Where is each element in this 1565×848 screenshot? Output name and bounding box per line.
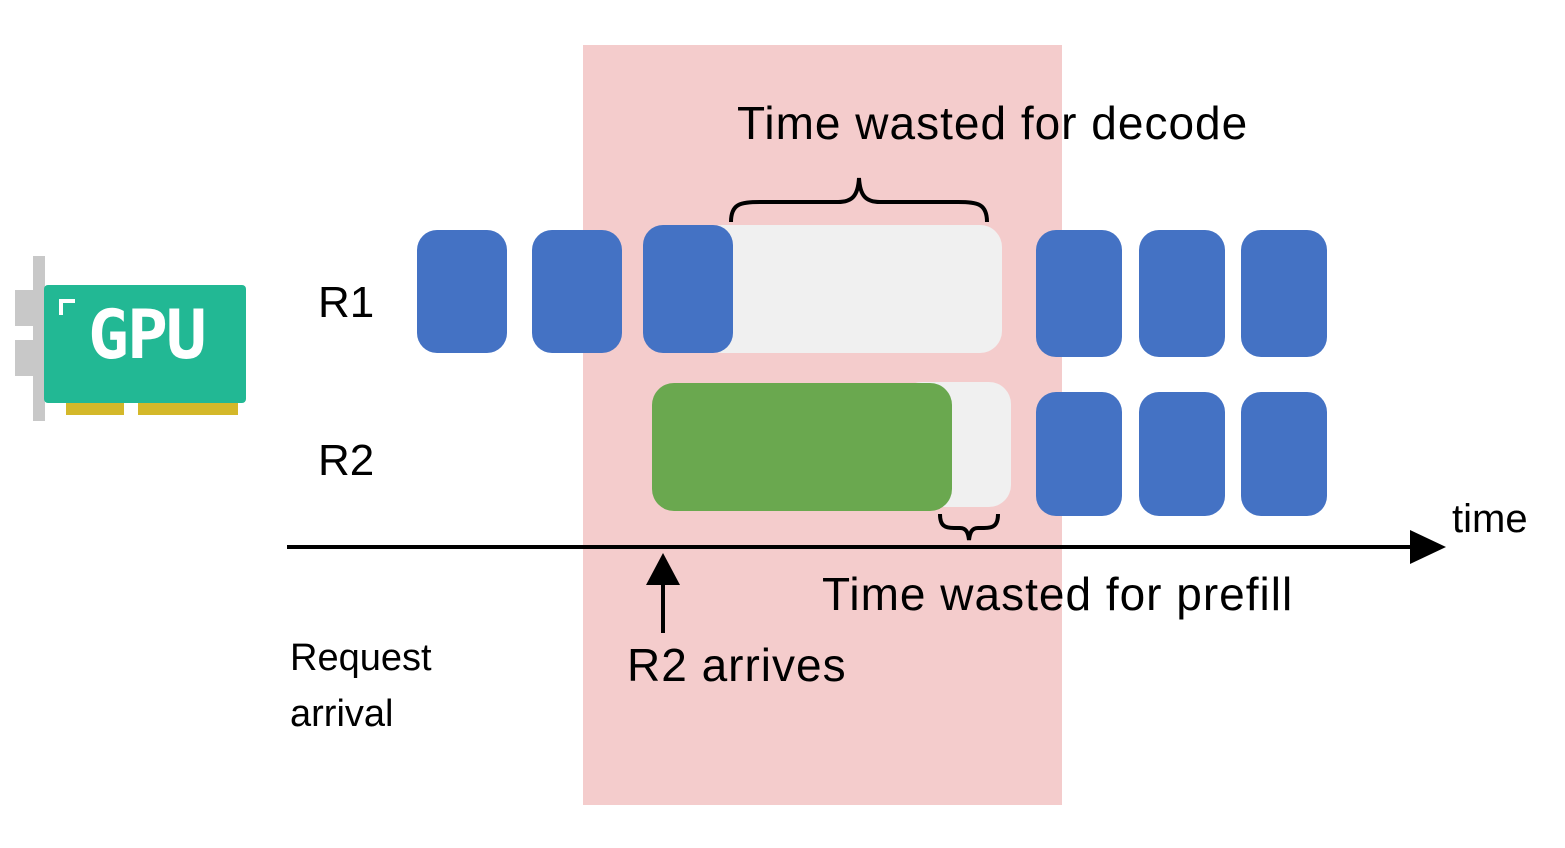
r1-decode-block	[643, 225, 733, 353]
r2-decode-block	[1139, 392, 1225, 516]
row-label-r2: R2	[318, 436, 375, 485]
gpu-pins-right	[138, 403, 238, 415]
decode-waste-label: Time wasted for decode	[737, 97, 1249, 149]
r1-decode-block	[532, 230, 622, 353]
r1-decode-block	[1036, 230, 1122, 357]
row-label-r1: R1	[318, 278, 375, 327]
r1-decode-block	[1241, 230, 1327, 357]
r1-decode-block	[1139, 230, 1225, 357]
r2-arrives-label: R2 arrives	[627, 639, 847, 691]
r2-decode-block	[1036, 392, 1122, 516]
r2-arrival-arrowhead	[646, 553, 680, 585]
decode-waste-brace	[729, 177, 989, 223]
r1-decode-block	[417, 230, 507, 353]
gpu-card-corner	[59, 299, 75, 315]
gpu-label: GPU	[88, 296, 207, 375]
time-axis-arrowhead	[1410, 530, 1446, 564]
r2-prefill-block	[652, 383, 952, 511]
gpu-card-body	[44, 285, 246, 403]
r2-decode-block	[1241, 392, 1327, 516]
request-arrival-label: Request arrival	[290, 637, 432, 735]
prefill-waste-label: Time wasted for prefill	[822, 568, 1294, 620]
gpu-bracket	[15, 256, 45, 421]
prefill-waste-brace	[938, 513, 1000, 541]
time-axis-label: time	[1452, 497, 1528, 541]
gpu-pins-left	[66, 403, 124, 415]
r1-idle-block	[700, 225, 1002, 353]
